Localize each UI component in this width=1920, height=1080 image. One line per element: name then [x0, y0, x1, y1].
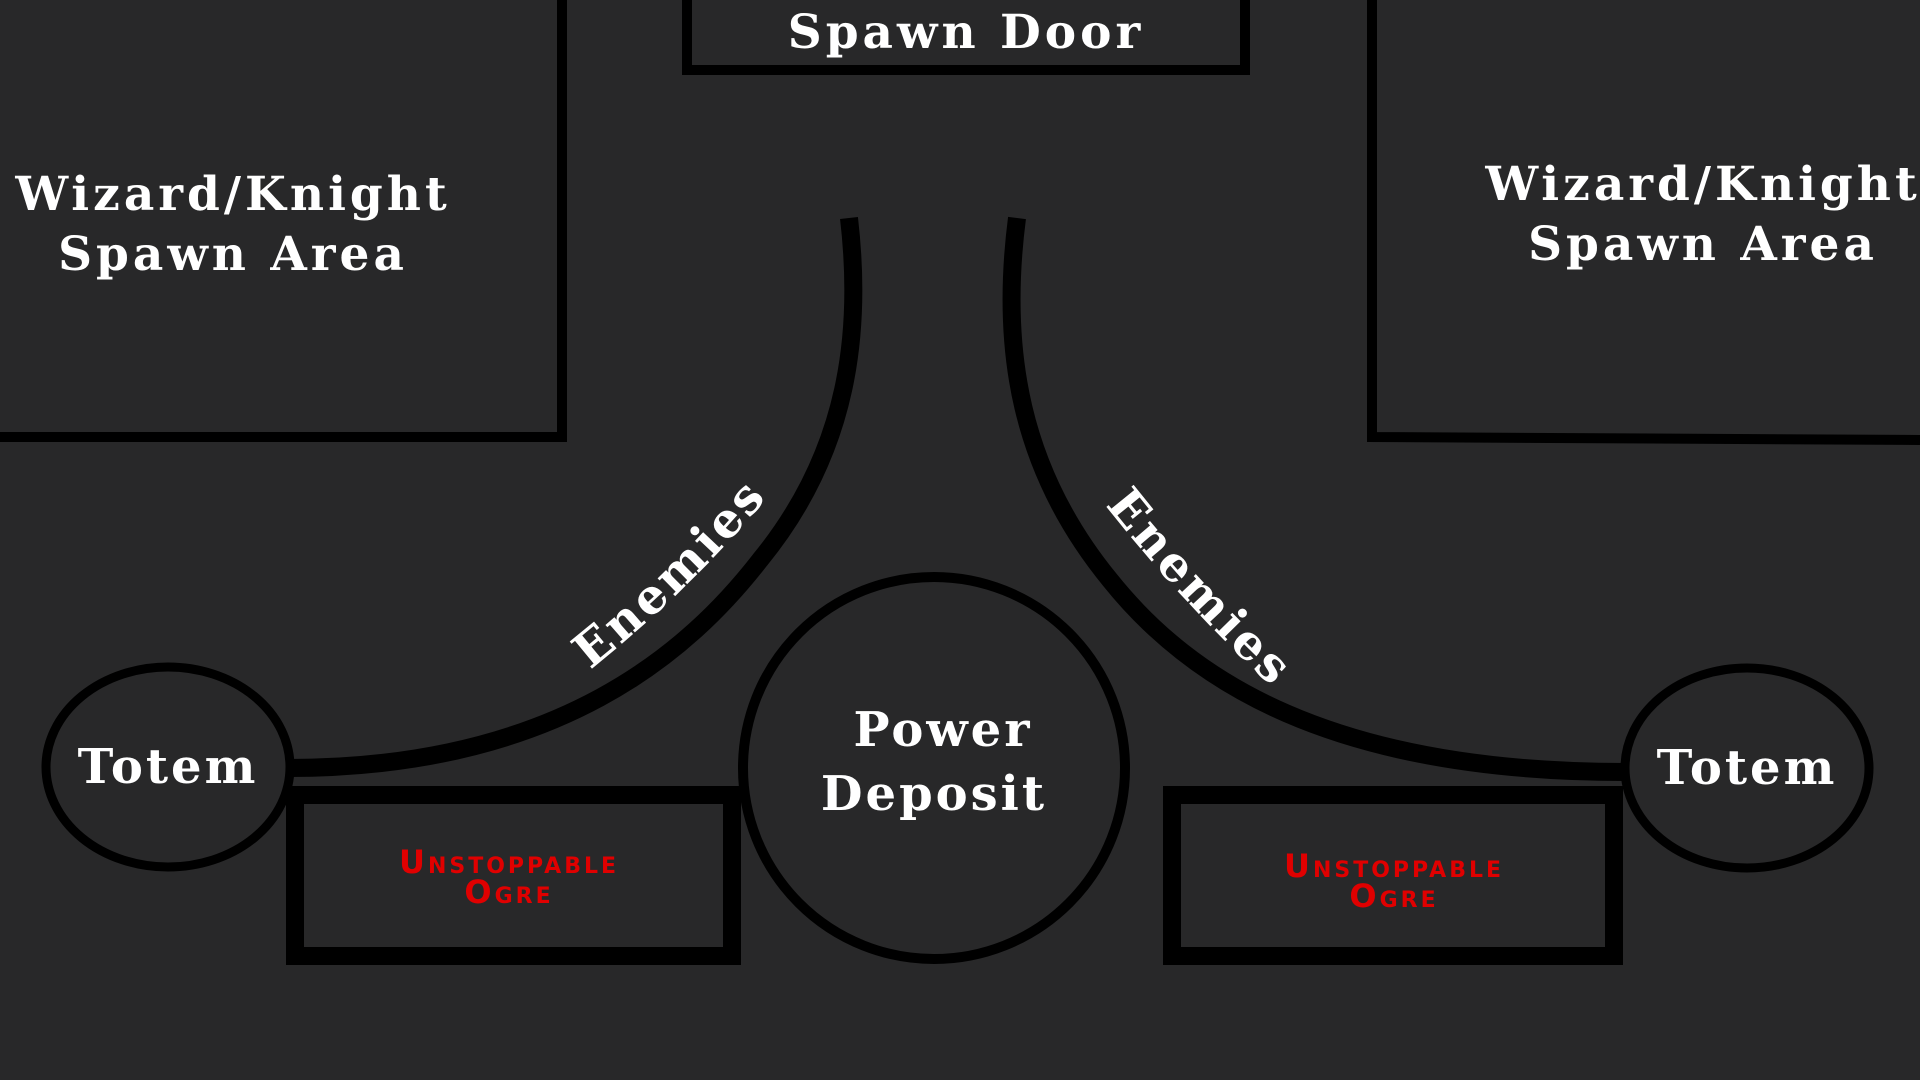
right-ogre-box	[1163, 786, 1623, 965]
right-spawn-area-label-line2: Spawn Area	[1528, 217, 1878, 272]
left-spawn-area-label-line2: Spawn Area	[58, 227, 408, 282]
left-totem-label: Totem	[78, 739, 259, 795]
power-deposit-label-line2: Deposit	[821, 766, 1047, 822]
left-ogre-label-line1: Unstoppable	[399, 843, 619, 881]
right-totem-circle	[1620, 663, 1874, 873]
left-spawn-area-outline	[0, 0, 567, 442]
power-deposit-zone: Power Deposit	[738, 572, 1130, 964]
spawn-door-label: Spawn Door	[788, 5, 1144, 60]
left-spawn-area-zone: Wizard/Knight Spawn Area	[0, 0, 567, 442]
right-spawn-area-zone: Wizard/Knight Spawn Area	[1367, 0, 1920, 445]
spawn-door-zone: Spawn Door	[682, 0, 1250, 75]
left-totem-circle	[41, 662, 295, 872]
power-deposit-circle	[738, 572, 1130, 964]
left-spawn-area-label-line1: Wizard/Knight	[14, 167, 450, 222]
right-ogre-zone: Unstoppable Ogre	[1163, 786, 1623, 965]
spawn-door-outline	[682, 0, 1250, 75]
right-enemy-path-line	[1002, 216, 1626, 781]
right-ogre-label-line2: Ogre	[1349, 877, 1438, 915]
left-totem-zone: Totem	[41, 662, 295, 872]
left-ogre-box	[286, 786, 741, 965]
right-spawn-area-outline	[1367, 0, 1920, 445]
right-totem-label: Totem	[1657, 740, 1838, 796]
left-enemy-path-line	[287, 216, 863, 777]
left-ogre-label-line2: Ogre	[464, 873, 553, 911]
right-spawn-area-label-line1: Wizard/Knight	[1484, 157, 1920, 212]
right-ogre-label-line1: Unstoppable	[1284, 847, 1504, 885]
power-deposit-label-line1: Power	[854, 702, 1033, 758]
left-ogre-zone: Unstoppable Ogre	[286, 786, 741, 965]
right-totem-zone: Totem	[1620, 663, 1874, 873]
